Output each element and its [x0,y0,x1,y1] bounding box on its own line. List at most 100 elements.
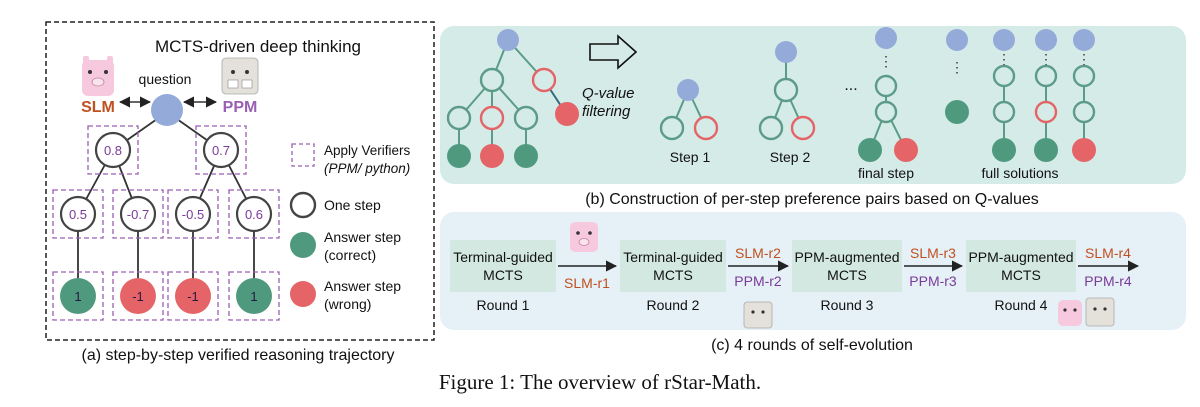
round-2-title: Terminal-guided [623,249,723,265]
answer-correct-node [236,278,272,314]
svg-text:⋮: ⋮ [997,51,1011,67]
answer-correct-node [60,278,96,314]
step-node [94,131,132,169]
slm-r2-label: SLM-r2 [735,245,781,261]
answer-value: -1 [132,289,144,304]
full-solutions: ⋮ ⋮ ⋮ ⋮ full solutions [945,29,1096,181]
tree-answer-node [514,144,538,168]
legend-wrong-sub: (wrong) [324,296,371,312]
panel-c: Terminal-guided MCTS Round 1 Terminal-gu… [440,212,1186,354]
answer-value: 1 [250,289,257,304]
figure-caption: Figure 1: The overview of rStar-Math. [439,370,761,394]
answer-value: -1 [187,289,199,304]
slm-r4-label: SLM-r4 [1085,245,1131,261]
legend-verifiers: Apply Verifiers [324,143,411,158]
panel-a-caption: (a) step-by-step verified reasoning traj… [81,347,394,364]
step-value: 0.7 [212,143,230,158]
round-1-subtitle: MCTS [483,267,523,283]
svg-text:⋮: ⋮ [879,53,893,69]
tree-step-node [531,67,557,93]
slm-label: SLM [81,99,115,116]
panel-b-caption: (b) Construction of per-step preference … [585,191,1039,208]
slm-r3-label: SLM-r3 [910,245,956,261]
step-value: -0.5 [182,207,204,222]
tree-step-node [479,67,505,93]
filter-arrow-icon [589,34,638,70]
step-value: 0.6 [245,207,263,222]
slm-r1-label: SLM-r1 [564,275,610,291]
ppm-r4-label: PPM-r4 [1084,273,1132,289]
step2-label: Step 2 [770,149,811,165]
legend-verifier-swatch [291,143,315,167]
round-2-subtitle: MCTS [653,267,693,283]
slm-llama-icon [1058,300,1082,326]
round-1-title: Terminal-guided [453,249,553,265]
ppm-label: PPM [223,99,258,116]
ppm-llama-icon [221,57,259,95]
full-solutions-label: full solutions [981,165,1058,181]
svg-text:⋮: ⋮ [1077,51,1091,67]
panel-a-title: MCTS-driven deep thinking [155,37,361,56]
round-3-subtitle: MCTS [827,267,867,283]
tree-answer-node [480,144,504,168]
panel-b: Q-value filtering Step 1 Step 2 [440,26,1186,208]
step-node [174,195,212,233]
answer-wrong-node [175,278,211,314]
legend-correct-sub: (correct) [324,247,376,263]
step-node [119,195,157,233]
legend-wrong: Answer step [324,278,401,294]
round-1-box [450,240,556,292]
step1-pair: Step 1 [659,79,719,165]
tree-answer-node [555,102,579,126]
step-value: 0.8 [104,143,122,158]
answer-value: 1 [74,289,81,304]
question-node [151,94,183,126]
tree-step-node [446,105,472,131]
legend-one-step: One step [324,197,381,213]
panel-b-bg [440,26,1186,184]
panel-c-caption: (c) 4 rounds of self-evolution [711,337,913,354]
ppm-r2-label: PPM-r2 [734,273,782,289]
tree-step-node [479,105,505,131]
qvalue-label: Q-value [582,85,635,102]
final-step-pair: ⋮ final step [858,27,918,181]
tree-answer-node [447,144,471,168]
ppm-llama-icon [1085,297,1115,327]
step-value: -0.7 [127,207,149,222]
legend-correct-swatch [290,232,316,258]
full-search-tree [446,29,579,168]
panel-a: MCTS-driven deep thinking SLM PPM questi… [45,21,435,364]
legend-verifiers-sub: (PPM/ python) [324,161,410,176]
step-value: 0.5 [69,207,87,222]
tree-root-node [497,29,519,51]
legend-step-swatch [289,191,317,219]
ppm-llama-icon [743,301,773,329]
question-label: question [139,71,192,87]
round-4-title: PPM-augmented [968,249,1073,265]
round-1-label: Round 1 [477,297,530,313]
filtering-label: filtering [582,103,631,120]
svg-text:⋮: ⋮ [950,59,964,75]
step-node [202,131,240,169]
ellipsis-label: ... [844,77,857,94]
round-2-box [620,240,726,292]
verifier-boxes [52,125,280,321]
round-3-label: Round 3 [821,297,874,313]
panel-a-legend: Apply Verifiers (PPM/ python) One step A… [289,143,411,312]
round-4-label: Round 4 [995,297,1048,313]
final-step-label: final step [858,165,914,181]
round-4-box [966,240,1076,292]
step-node [59,195,97,233]
slm-llama-icon [82,56,114,96]
round-4-subtitle: MCTS [1001,267,1041,283]
legend-wrong-swatch [290,281,316,307]
svg-text:⋮: ⋮ [1039,51,1053,67]
tree-step-node [513,105,539,131]
ppm-r3-label: PPM-r3 [909,273,957,289]
step1-label: Step 1 [670,149,711,165]
legend-correct: Answer step [324,229,401,245]
answer-wrong-node [120,278,156,314]
round-3-title: PPM-augmented [794,249,899,265]
step2-pair: Step 2 [758,41,816,165]
